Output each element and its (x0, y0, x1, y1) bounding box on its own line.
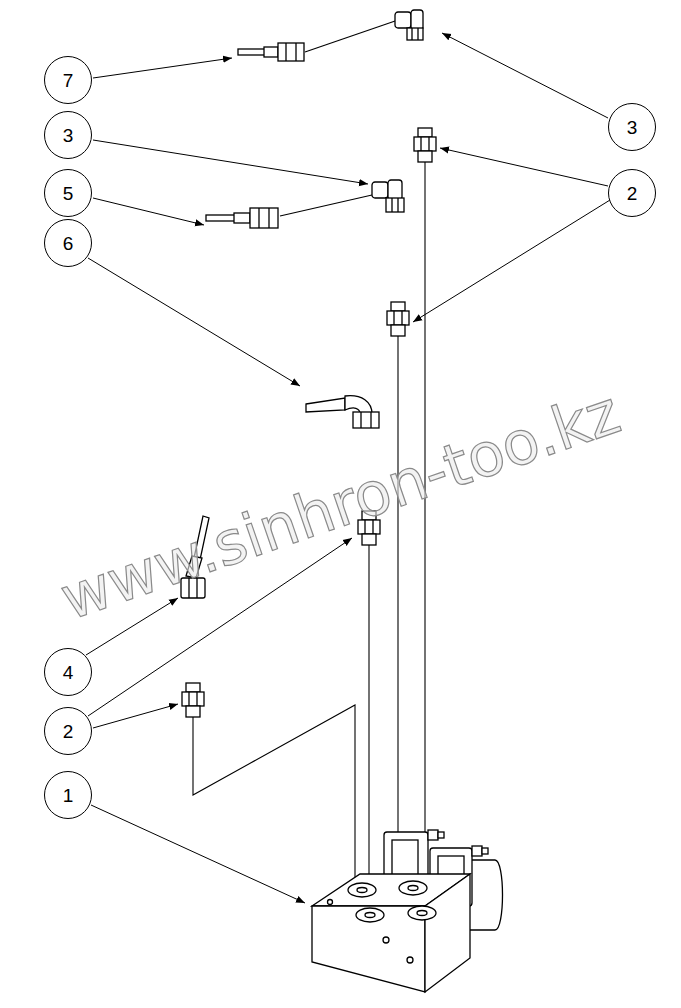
callout-circle: 2 (44, 707, 92, 755)
hose-elbow-fitting (306, 396, 379, 428)
callout-number: 6 (63, 234, 74, 253)
callout-number: 2 (63, 722, 74, 741)
callout-circle: 2 (608, 169, 656, 217)
callout-number: 3 (63, 126, 74, 145)
straight-connector (238, 43, 304, 61)
callout-number: 1 (63, 786, 74, 805)
elbow-fitting (372, 180, 404, 212)
callout-circle: 1 (44, 771, 92, 819)
callout-number: 3 (627, 118, 638, 137)
watermark: www.sinhron-too.kz (52, 377, 629, 634)
callout-circle: 5 (44, 169, 92, 217)
callout-circle: 4 (44, 648, 92, 696)
callout-circle: 3 (608, 103, 656, 151)
callout-circle: 6 (44, 219, 92, 267)
callout-circle: 3 (44, 111, 92, 159)
callout-number: 5 (63, 184, 74, 203)
callout-circle: 7 (44, 56, 92, 104)
valve-block (312, 830, 503, 992)
elbow-fitting (395, 10, 423, 40)
callout-number: 4 (63, 663, 74, 682)
callout-number: 2 (627, 184, 638, 203)
straight-connector (206, 208, 278, 228)
callout-number: 7 (63, 71, 74, 90)
adapter-fitting (182, 128, 436, 717)
